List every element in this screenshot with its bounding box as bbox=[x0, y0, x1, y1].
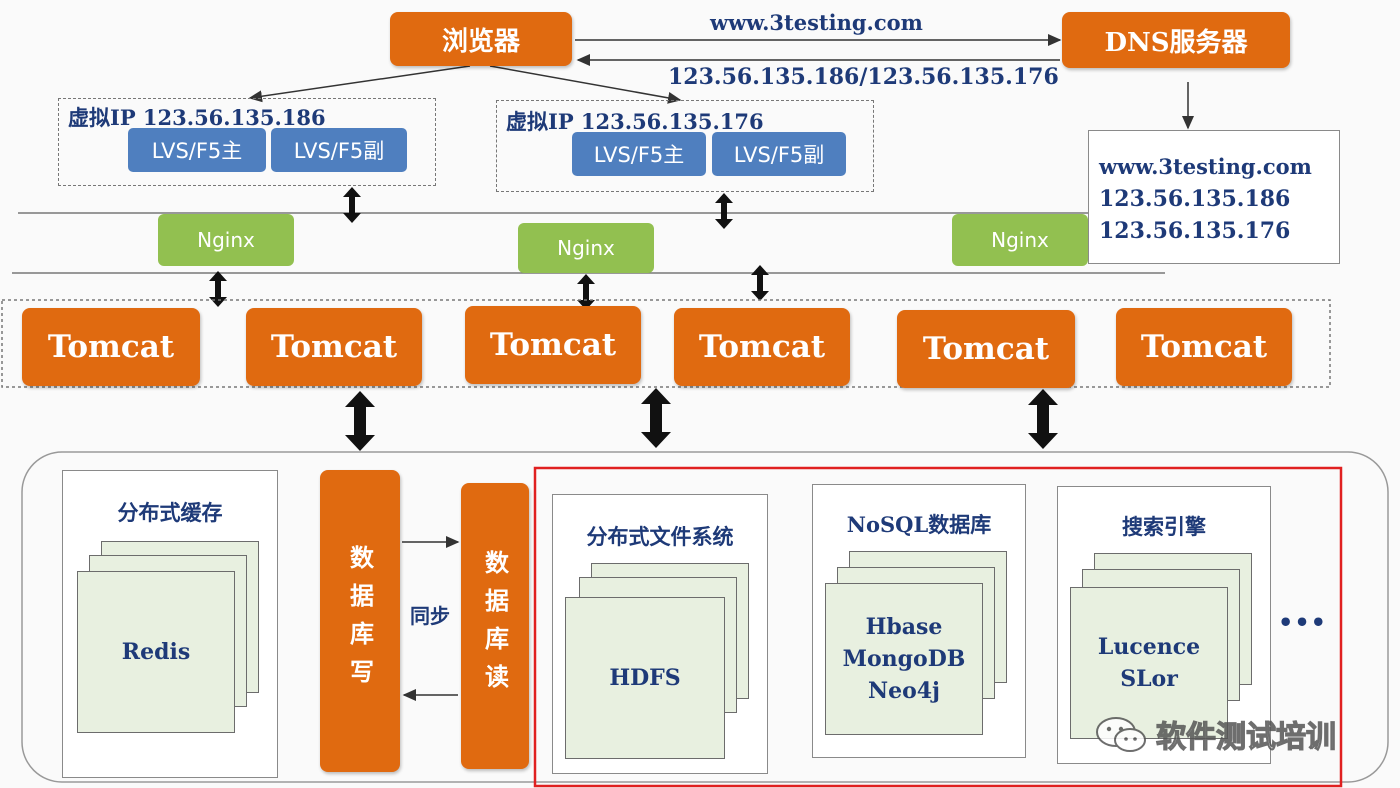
browser-to-vip2-arrow bbox=[489, 65, 682, 104]
cache-panel: 分布式缓存 Redis bbox=[62, 470, 278, 778]
slor-label: SLor bbox=[1120, 666, 1178, 692]
dns-server-label: DNS服务器 bbox=[1104, 27, 1248, 58]
dns-server-box: DNS服务器 bbox=[1062, 12, 1290, 68]
neo4j-label: Neo4j bbox=[867, 678, 941, 704]
nosql-doc-front: Hbase MongoDB Neo4j bbox=[825, 583, 983, 735]
browser-box: 浏览器 bbox=[390, 12, 572, 66]
sync-label: 同步 bbox=[410, 604, 450, 628]
db-read-box: 数据库读 bbox=[461, 483, 529, 769]
nginx-2: Nginx bbox=[518, 223, 654, 273]
double-arrows-large bbox=[345, 388, 1058, 451]
storage-outline bbox=[21, 451, 1389, 783]
ip-response-text: 123.56.135.186/123.56.135.176 bbox=[668, 64, 1059, 90]
mongodb-label: MongoDB bbox=[842, 646, 966, 672]
search-doc-front: Lucence SLor bbox=[1070, 587, 1228, 739]
tomcat-1: Tomcat bbox=[22, 308, 200, 386]
dns-record-domain: www.3testing.com bbox=[1099, 154, 1312, 179]
tomcat-4: Tomcat bbox=[674, 308, 850, 386]
db-write-label: 数据库写 bbox=[345, 545, 375, 697]
dns-record-box: www.3testing.com 123.56.135.186 123.56.1… bbox=[1088, 130, 1340, 264]
tomcat-5: Tomcat bbox=[897, 310, 1075, 388]
nginx-3: Nginx bbox=[952, 214, 1088, 266]
vip-1-lvs-backup: LVS/F5副 bbox=[271, 128, 407, 172]
dfs-panel: 分布式文件系统 HDFS bbox=[552, 494, 768, 774]
vip-group-1 bbox=[58, 98, 436, 186]
dns-record-ip-1: 123.56.135.186 bbox=[1099, 186, 1291, 212]
domain-request-text: www.3testing.com bbox=[710, 10, 923, 35]
double-arrows-small bbox=[209, 187, 769, 310]
watermark-text: 软件测试培训 bbox=[1155, 719, 1336, 755]
search-title: 搜索引擎 bbox=[1122, 514, 1206, 539]
cache-doc-front: Redis bbox=[77, 571, 235, 733]
vip-group-1-label: 虚拟IP 123.56.135.186 bbox=[68, 105, 326, 130]
browser-to-vip1-arrow bbox=[248, 65, 471, 103]
tomcat-cluster-outline bbox=[1, 299, 1331, 388]
nosql-panel: NoSQL数据库 Hbase MongoDB Neo4j bbox=[812, 484, 1026, 758]
db-read-label: 数据库读 bbox=[480, 550, 510, 702]
watermark: 软件测试培训 bbox=[1094, 712, 1337, 756]
more-ellipsis: ••• bbox=[1278, 608, 1328, 637]
db-write-box: 数据库写 bbox=[320, 470, 400, 772]
nginx-1: Nginx bbox=[158, 214, 294, 266]
tomcat-3: Tomcat bbox=[465, 306, 641, 384]
vip-1-lvs-main: LVS/F5主 bbox=[128, 128, 266, 172]
search-panel: 搜索引擎 Lucence SLor bbox=[1057, 486, 1271, 764]
tomcat-6: Tomcat bbox=[1116, 308, 1292, 386]
cache-title: 分布式缓存 bbox=[117, 500, 223, 525]
dfs-doc-front: HDFS bbox=[565, 597, 725, 759]
tomcat-2: Tomcat bbox=[246, 308, 422, 386]
hdfs-label: HDFS bbox=[609, 665, 681, 691]
redis-label: Redis bbox=[121, 639, 191, 665]
vip-2-lvs-backup: LVS/F5副 bbox=[712, 132, 846, 176]
vip-group-2-label: 虚拟IP 123.56.135.176 bbox=[506, 109, 764, 134]
nosql-title: NoSQL数据库 bbox=[846, 512, 992, 537]
vip-2-lvs-main: LVS/F5主 bbox=[572, 132, 706, 176]
lucence-label: Lucence bbox=[1097, 634, 1201, 660]
wechat-icon bbox=[1096, 717, 1146, 752]
hbase-label: Hbase bbox=[865, 614, 943, 640]
browser-label: 浏览器 bbox=[441, 26, 520, 57]
vip-group-2 bbox=[496, 100, 874, 192]
red-highlight-frame bbox=[533, 466, 1343, 788]
dfs-title: 分布式文件系统 bbox=[586, 524, 734, 549]
dns-record-ip-2: 123.56.135.176 bbox=[1099, 218, 1291, 244]
